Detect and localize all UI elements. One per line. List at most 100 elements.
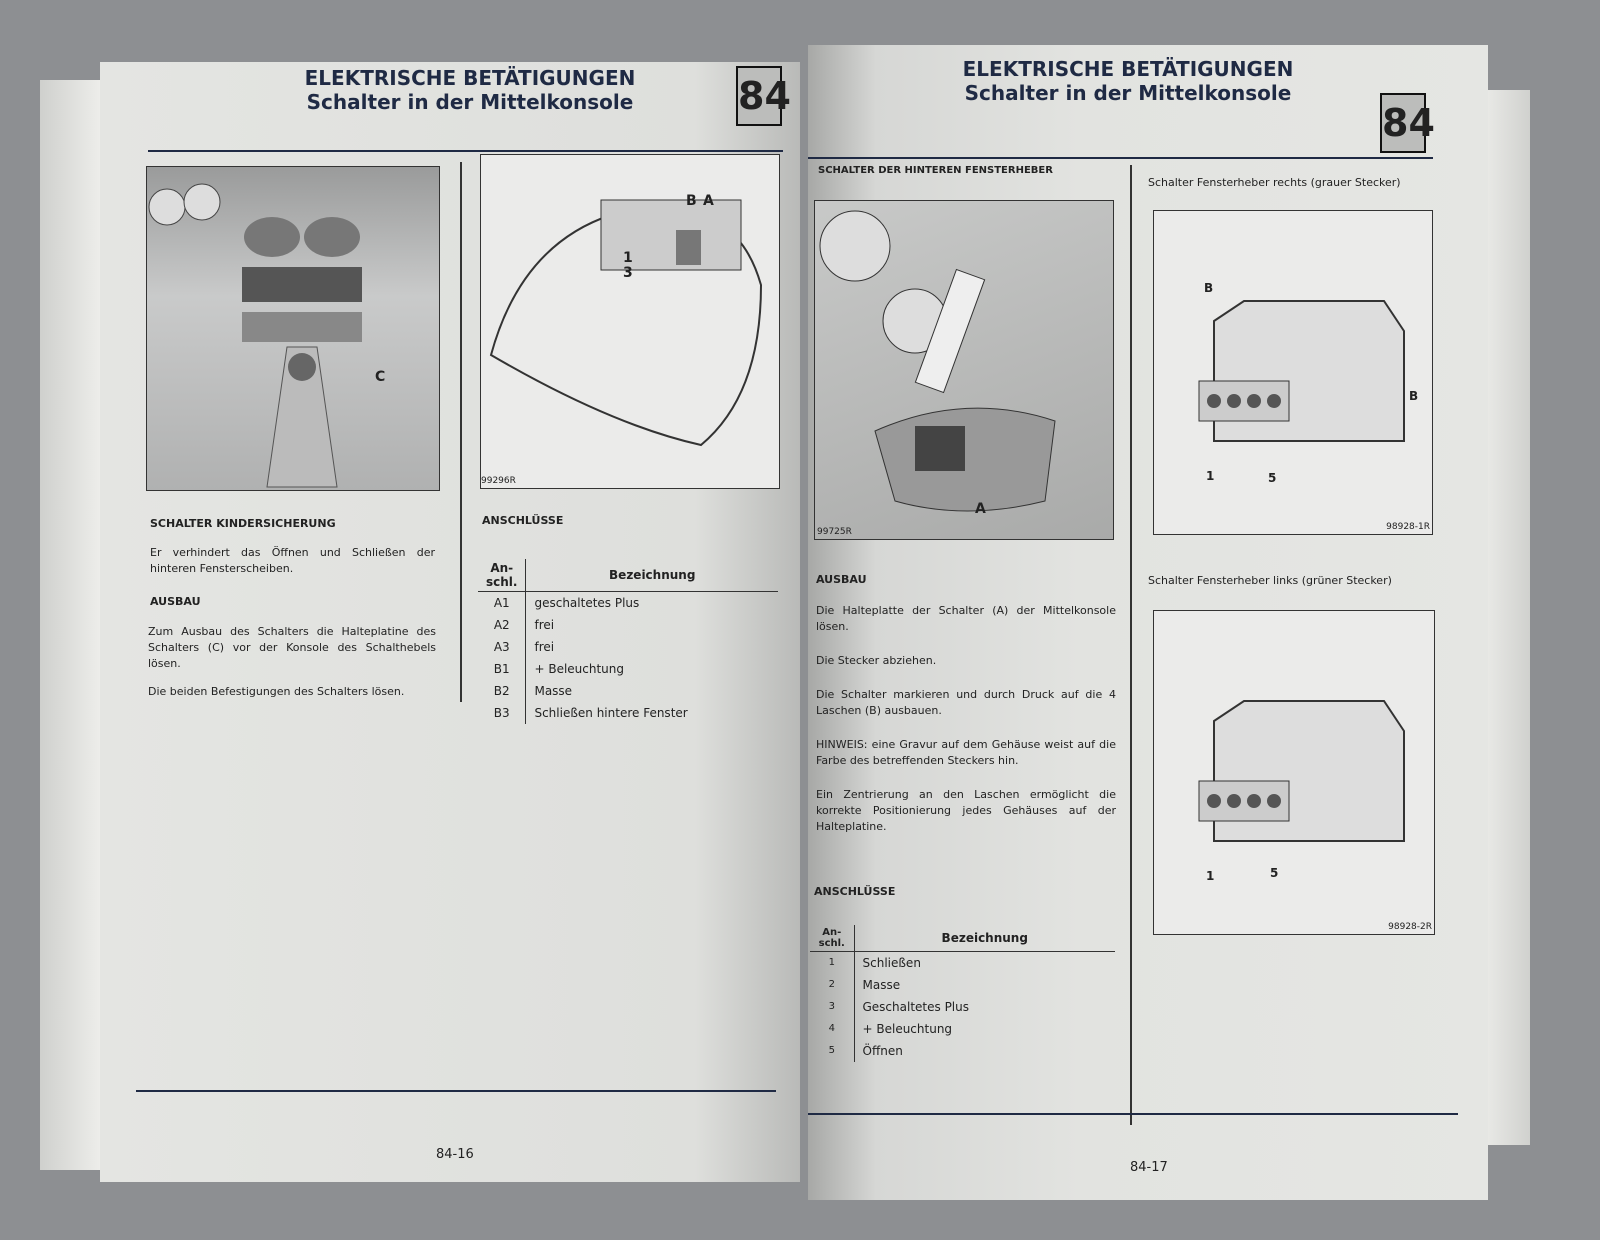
cell: Geschaltetes Plus (862, 999, 970, 1014)
cell: Masse (862, 977, 901, 992)
col-anschl: An-schl. (478, 559, 527, 592)
cell: 1 (810, 951, 855, 974)
label-5: 5 (1268, 471, 1277, 485)
subtitle: Schalter in der Mittelkonsole (964, 81, 1292, 105)
label-b-top: B (1204, 281, 1214, 295)
heading-ausbau: AUSBAU (150, 595, 201, 608)
heading-ausbau: AUSBAU (816, 573, 867, 586)
label-1: 1 (1206, 469, 1215, 483)
label-a: A (703, 193, 714, 209)
cell: 5 (810, 1039, 855, 1062)
col-bezeichnung: Bezeichnung (609, 568, 696, 582)
cell: 4 (810, 1017, 855, 1040)
cell: 3 (810, 995, 855, 1018)
switch-right-illustration (1198, 300, 1405, 442)
figure-code: 98928-1R (1386, 522, 1430, 532)
switch-left-illustration (1198, 700, 1405, 842)
col-bezeichnung: Bezeichnung (941, 931, 1028, 945)
figure-console: A 99725R (814, 200, 1114, 540)
cell: A3 (478, 635, 527, 658)
figure-code: 98928-2R (1388, 922, 1432, 932)
title: ELEKTRISCHE BETÄTIGUNGEN (962, 57, 1294, 81)
text-kindersicherung: Er verhindert das Öffnen und Schließen d… (150, 546, 435, 575)
chapter-badge: 84 (1380, 93, 1435, 153)
title: ELEKTRISCHE BETÄTIGUNGEN (304, 66, 636, 90)
cell: frei (534, 639, 555, 654)
figure-switch-right: B B 1 5 98928-1R (1153, 210, 1433, 535)
figure-code: 99296R (481, 476, 516, 486)
label-c: C (375, 369, 386, 385)
dashboard-illustration (148, 183, 362, 488)
table-row: B1 + Beleuchtung (478, 657, 778, 680)
paragraph-hinweis: HINWEIS: eine Gravur auf dem Gehäuse wei… (816, 738, 1116, 767)
paragraph-2: Die Stecker abziehen. (816, 654, 937, 667)
label-b: B (686, 193, 697, 209)
cell: 2 (810, 973, 855, 996)
cell: geschaltetes Plus (534, 595, 640, 610)
cell: Masse (534, 683, 573, 698)
label-5: 5 (1270, 866, 1279, 880)
table-row: A1 geschaltetes Plus (478, 591, 778, 614)
cell: + Beleuchtung (534, 661, 625, 676)
cell: A2 (478, 613, 527, 636)
label-a: A (975, 501, 986, 517)
table-row: A3 frei (478, 635, 778, 658)
subtitle: Schalter in der Mittelkonsole (306, 90, 634, 114)
page-number: 84-17 (1130, 1160, 1168, 1175)
switch-plate-illustration (489, 199, 763, 447)
paragraph-1: Die Halteplatte der Schalter (A) der Mit… (816, 604, 1116, 633)
footer-rule (808, 1113, 1458, 1115)
footer-rule (136, 1090, 776, 1092)
cell: Schließen (862, 955, 921, 970)
paragraph-5: Ein Zentrierung an den Laschen ermöglich… (816, 788, 1116, 833)
book-edge-left (40, 80, 110, 1170)
figure-dashboard: C (146, 166, 440, 491)
table-row: 3 Geschaltetes Plus (810, 995, 1115, 1018)
label-1: 1 (623, 250, 633, 266)
table-row: 2 Masse (810, 973, 1115, 996)
cell: B1 (478, 657, 527, 680)
figure-code: 99725R (817, 527, 852, 537)
chapter-badge: 84 (736, 66, 791, 126)
table-row: B3 Schließen hintere Fenster (478, 701, 778, 724)
header-rule (808, 157, 1433, 159)
col-anschl: An-schl. (810, 925, 855, 952)
paragraph-3: Die Schalter markieren und durch Druck a… (816, 688, 1116, 717)
table-row: 1 Schließen (810, 951, 1115, 974)
table-row: 4 + Beleuchtung (810, 1017, 1115, 1040)
column-divider (1130, 165, 1132, 1125)
cell: frei (534, 617, 555, 632)
label-3: 3 (623, 265, 633, 281)
cell: Öffnen (862, 1043, 903, 1058)
label-1: 1 (1206, 869, 1215, 883)
heading-anschluesse: ANSCHLÜSSE (814, 885, 896, 898)
label-b-side: B (1409, 389, 1419, 403)
page-number: 84-16 (436, 1147, 474, 1162)
table-row: 5 Öffnen (810, 1039, 1115, 1062)
cell: Schließen hintere Fenster (534, 705, 688, 720)
figure-switch-left: 1 5 98928-2R (1153, 610, 1435, 935)
figure-switch-plate: B A 1 3 99296R (480, 154, 780, 489)
column-divider (460, 162, 462, 702)
table-row: A2 frei (478, 613, 778, 636)
text-ausbau-1: Zum Ausbau des Schalters die Halteplatin… (148, 625, 436, 670)
caption-left-switch: Schalter Fensterheber links (grüner Stec… (1148, 574, 1392, 587)
cell: A1 (478, 591, 527, 614)
cell: B3 (478, 701, 527, 724)
header-rule (148, 150, 783, 152)
heading-anschluesse: ANSCHLÜSSE (482, 514, 564, 527)
figure-heading: SCHALTER DER HINTEREN FENSTERHEBER (818, 165, 1053, 176)
table-row: B2 Masse (478, 679, 778, 702)
console-illustration (819, 210, 1056, 512)
caption-right-switch: Schalter Fensterheber rechts (grauer Ste… (1148, 176, 1401, 189)
cell: B2 (478, 679, 527, 702)
text-ausbau-2: Die beiden Befestigungen des Schalters l… (148, 685, 405, 698)
heading-kindersicherung: SCHALTER KINDERSICHERUNG (150, 517, 336, 530)
cell: + Beleuchtung (862, 1021, 953, 1036)
